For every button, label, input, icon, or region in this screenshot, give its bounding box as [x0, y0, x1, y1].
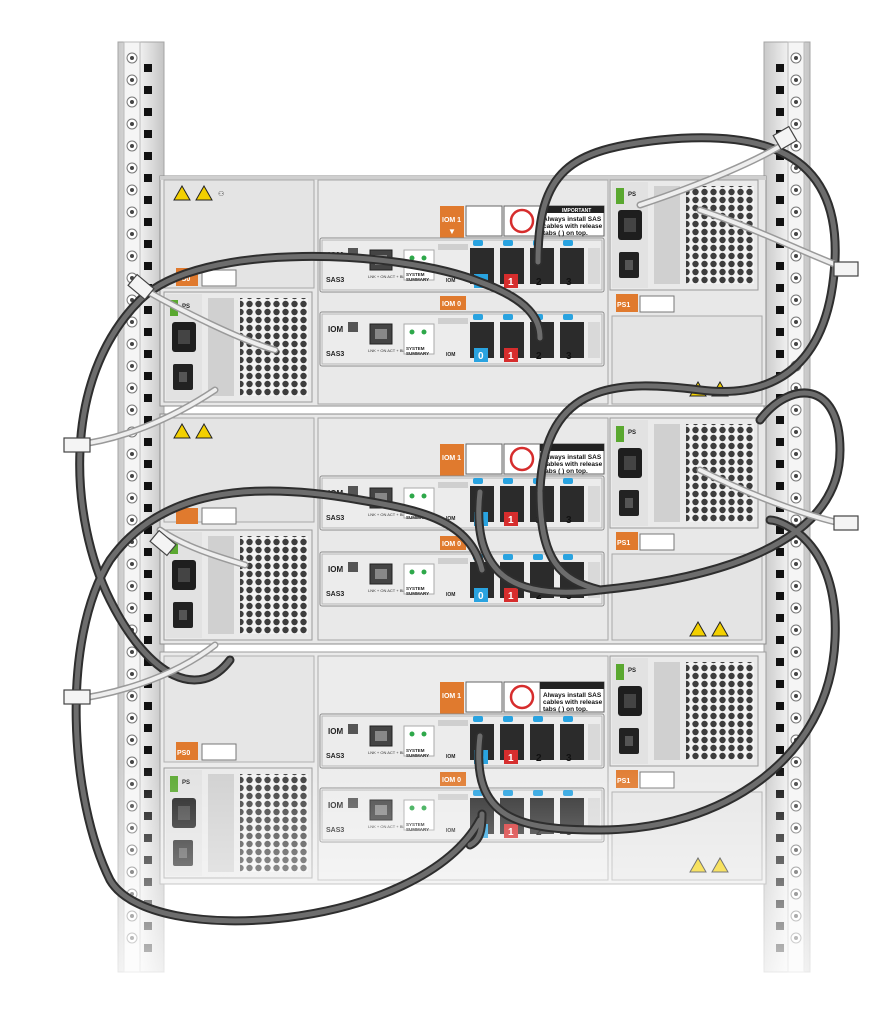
svg-text:PS0: PS0: [177, 750, 190, 757]
rail-square-hole: [776, 570, 784, 578]
svg-text:cables with release: cables with release: [543, 699, 603, 706]
jbod-shelf-1: ⚇ PS0 IOM 1 ▼ IMPORTANT Always install S…: [159, 175, 767, 407]
rail-square-hole: [776, 306, 784, 314]
svg-text:Always install SAS: Always install SAS: [543, 454, 602, 461]
rail-square-hole: [144, 262, 152, 270]
rail-square-hole: [776, 526, 784, 534]
rail-square-hole: [144, 636, 152, 644]
rail-square-hole: [776, 460, 784, 468]
rail-square-hole: [144, 328, 152, 336]
sas-cables: [66, 133, 854, 926]
rail-square-hole: [776, 746, 784, 754]
rail-square-hole: [776, 416, 784, 424]
rail-square-hole: [144, 482, 152, 490]
rail-square-hole: [776, 438, 784, 446]
jbod-shelf-2: IOM 1 Always install SAS cables with rel…: [159, 413, 767, 645]
rail-square-hole: [144, 702, 152, 710]
rail-square-hole: [144, 504, 152, 512]
rail-square-hole: [144, 372, 152, 380]
svg-text:IOM 0: IOM 0: [442, 541, 461, 548]
rail-square-hole: [144, 746, 152, 754]
rail-square-hole: [144, 416, 152, 424]
rail-square-hole: [776, 614, 784, 622]
rail-square-hole: [776, 218, 784, 226]
rail-square-hole: [144, 130, 152, 138]
svg-text:tabs ( ) on top.: tabs ( ) on top.: [543, 230, 588, 237]
rail-square-hole: [776, 284, 784, 292]
rail-square-hole: [144, 108, 152, 116]
rail-square-hole: [144, 174, 152, 182]
svg-text:cables with release: cables with release: [543, 461, 603, 468]
svg-text:▼: ▼: [448, 227, 456, 236]
rail-square-hole: [776, 196, 784, 204]
rail-square-hole: [144, 64, 152, 72]
rail-square-hole: [144, 548, 152, 556]
rail-square-hole: [144, 218, 152, 226]
rail-square-hole: [776, 592, 784, 600]
svg-text:IOM 1: IOM 1: [442, 455, 461, 462]
rail-square-hole: [144, 196, 152, 204]
rail-square-hole: [776, 174, 784, 182]
rail-square-hole: [144, 614, 152, 622]
svg-text:cables with release: cables with release: [543, 223, 603, 230]
svg-text:tabs ( ) on top.: tabs ( ) on top.: [543, 468, 588, 475]
cable-tie-icon: [63, 125, 859, 705]
rail-square-hole: [776, 350, 784, 358]
svg-text:PS1: PS1: [617, 302, 630, 309]
svg-text:Always install SAS: Always install SAS: [543, 216, 602, 223]
svg-text:PS1: PS1: [617, 540, 630, 547]
rail-square-hole: [144, 306, 152, 314]
rail-square-hole: [776, 548, 784, 556]
svg-text:IOM 0: IOM 0: [442, 301, 461, 308]
rail-square-hole: [776, 482, 784, 490]
rail-square-hole: [776, 64, 784, 72]
rail-square-hole: [144, 592, 152, 600]
rail-square-hole: [776, 702, 784, 710]
rail-square-hole: [144, 86, 152, 94]
svg-text:tabs ( ) on top.: tabs ( ) on top.: [543, 706, 588, 713]
svg-text:IMPORTANT: IMPORTANT: [562, 208, 591, 214]
rail-square-hole: [144, 570, 152, 578]
rail-square-hole: [144, 350, 152, 358]
rail-square-hole: [776, 680, 784, 688]
rail-square-hole: [776, 328, 784, 336]
rail-square-hole: [776, 262, 784, 270]
svg-text:Always install SAS: Always install SAS: [543, 692, 602, 699]
rail-square-hole: [776, 86, 784, 94]
rail-square-hole: [144, 526, 152, 534]
rail-square-hole: [144, 152, 152, 160]
rail-square-hole: [144, 394, 152, 402]
svg-text:⚇: ⚇: [218, 191, 224, 198]
svg-text:PS0: PS0: [177, 276, 190, 283]
rail-square-hole: [144, 438, 152, 446]
svg-text:IOM 1: IOM 1: [442, 217, 461, 224]
rail-square-hole: [776, 724, 784, 732]
rail-square-hole: [144, 724, 152, 732]
rail-square-hole: [144, 240, 152, 248]
rail-square-hole: [776, 636, 784, 644]
svg-text:IOM 1: IOM 1: [442, 693, 461, 700]
rail-square-hole: [144, 460, 152, 468]
rail-square-hole: [776, 658, 784, 666]
rail-square-hole: [776, 108, 784, 116]
